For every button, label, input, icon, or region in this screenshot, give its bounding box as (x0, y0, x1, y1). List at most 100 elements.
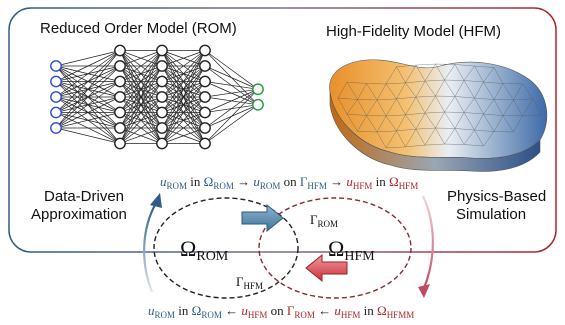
mesh-edge (385, 83, 397, 99)
left-label-line1: Data-Driven (44, 188, 124, 205)
mesh-edge (435, 95, 445, 113)
nn-hidden-node (199, 44, 211, 57)
nn-hidden-node (114, 122, 126, 134)
mesh-edge (366, 83, 378, 101)
nn-edge (119, 127, 163, 144)
right-arrow-icon (241, 203, 284, 233)
right-label-line1: Physics-Based (447, 188, 546, 205)
nn-edge (55, 81, 121, 129)
mesh-edge (522, 83, 534, 99)
nn-edge (119, 50, 163, 67)
mesh-edge (424, 95, 436, 114)
bottom-equation: uROM in ΩROM ← uHFM on ΓROM ← uHFM in ΩH… (148, 303, 414, 320)
nn-edge (55, 50, 121, 98)
mesh-edge (483, 113, 504, 116)
mesh-edge (444, 128, 456, 145)
mesh-edge (385, 98, 397, 117)
mesh-edge (337, 97, 348, 115)
omega-rom-ellipse (153, 197, 299, 299)
mesh-edge (346, 99, 358, 115)
mesh-edge (357, 99, 367, 116)
mesh-edge (415, 65, 426, 82)
omega-hfm-label: ΩHFM (328, 236, 375, 264)
nn-hidden-node (114, 137, 126, 150)
nn-edge (204, 50, 259, 90)
nn-hidden-node (156, 106, 168, 119)
mesh-edge (396, 128, 417, 132)
nn-edge (55, 96, 121, 129)
nn-hidden-node (156, 122, 168, 134)
mesh-edge (376, 99, 387, 117)
mesh-edge (376, 130, 397, 133)
mesh-edge (385, 114, 406, 117)
omega-hfm-ellipse (258, 197, 412, 299)
mesh-edge (396, 130, 406, 147)
nn-edge (161, 50, 206, 82)
nn-edge (204, 88, 259, 98)
nn-hidden-node (114, 75, 126, 88)
mesh-edge (483, 113, 495, 132)
nn-edge (204, 88, 259, 113)
mesh-edge (483, 81, 495, 100)
left-label-line2: Approximation (31, 206, 127, 223)
mesh-edge (444, 96, 456, 113)
mesh-edge (454, 96, 475, 99)
left-arrow-icon (305, 253, 348, 283)
mesh-edge (415, 129, 426, 146)
nn-hidden-node (199, 91, 211, 103)
nn-hidden-node (156, 44, 168, 57)
mesh-edge (415, 127, 436, 130)
nn-hidden-node (199, 106, 211, 119)
mesh-edge (385, 66, 397, 85)
nn-edge (55, 65, 121, 129)
gamma-hfm-label: ΓHFM (236, 274, 263, 291)
nn-edge (161, 127, 206, 144)
mesh-edge (454, 64, 465, 81)
mesh-edge (435, 127, 445, 145)
mesh-edge (405, 80, 426, 84)
hfm-title: High-Fidelity Model (HFM) (326, 23, 501, 40)
mesh-edge (463, 80, 484, 83)
mesh-edge (415, 113, 426, 130)
mesh-edge (502, 115, 514, 133)
nn-edge (204, 89, 259, 144)
nn-edge (119, 50, 163, 144)
mesh-edge (474, 65, 495, 68)
nn-hidden-node (199, 137, 211, 150)
nn-edge (204, 81, 259, 90)
mesh-edge (396, 82, 406, 99)
mesh-edge (463, 112, 475, 131)
mesh-edge (424, 112, 436, 129)
top-equation: uROM in ΩROM → uROM on ΓHFM → uHFM in ΩH… (160, 174, 418, 191)
nn-edge (204, 65, 259, 90)
nn-edge (161, 96, 206, 144)
right-arrowhead-icon (418, 284, 430, 298)
mesh-edge (396, 114, 406, 131)
gamma-rom-label: ΓROM (310, 212, 338, 229)
mesh-edge (405, 97, 417, 115)
mesh-edge (463, 65, 475, 81)
neural-network-icon (50, 44, 264, 150)
mesh-edge (385, 82, 406, 85)
mesh-edge (385, 115, 397, 131)
left-curved-arrow (143, 202, 157, 293)
nn-hidden-node (114, 106, 126, 119)
mesh-edge (415, 81, 426, 98)
mesh-edge (483, 131, 495, 147)
nn-edge (119, 50, 163, 113)
nn-edge (161, 50, 206, 67)
mesh-edge (424, 80, 436, 97)
nn-hidden-node (156, 137, 168, 150)
mesh-edge (424, 111, 445, 114)
nn-edge (55, 112, 121, 129)
mesh-edge (463, 112, 484, 115)
mesh-edge (474, 81, 484, 99)
mesh-edge (337, 81, 348, 99)
nn-edge (55, 50, 121, 67)
nn-hidden-node (114, 60, 126, 72)
nn-hidden-node (114, 91, 126, 103)
mesh-edge (415, 63, 436, 66)
nn-edge (55, 50, 121, 129)
nn-edge (55, 127, 121, 144)
mesh-edge (405, 112, 426, 116)
